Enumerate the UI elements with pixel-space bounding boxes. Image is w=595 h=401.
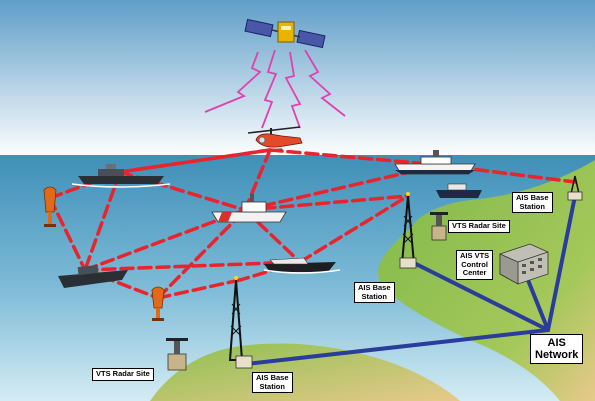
ais-base-station-top-right-label: AIS Base Station bbox=[512, 192, 553, 213]
radio-tower-icon bbox=[228, 276, 253, 369]
ship-icon bbox=[71, 164, 171, 188]
ais-network-label: AIS Network bbox=[530, 334, 584, 364]
radio-tower-icon bbox=[399, 192, 417, 269]
sky bbox=[0, 0, 595, 158]
vts-radar-site-bottom-label: VTS Radar Site bbox=[92, 368, 154, 381]
radar-site-icon bbox=[430, 212, 448, 241]
ais-base-station-mid-label: AIS Base Station bbox=[354, 282, 395, 303]
buoy-icon bbox=[43, 186, 57, 227]
satellite-icon bbox=[244, 18, 326, 49]
ship-icon bbox=[58, 264, 128, 288]
ship-icon bbox=[263, 257, 341, 274]
ship-icon bbox=[211, 194, 287, 223]
ais-vts-control-center-label: AIS VTS Control Center bbox=[456, 250, 494, 280]
buoy-icon bbox=[151, 286, 165, 321]
vts-radar-site-right-label: VTS Radar Site bbox=[448, 220, 510, 233]
ais-base-station-bottom-label: AIS Base Station bbox=[252, 372, 293, 393]
helicopter-icon bbox=[247, 126, 303, 151]
ship-icon bbox=[436, 183, 482, 198]
coastline-bottom bbox=[150, 343, 460, 401]
radio-tower-icon bbox=[567, 175, 583, 201]
ship-icon bbox=[394, 150, 476, 175]
satellite-signals bbox=[204, 49, 346, 129]
control-center-building-icon bbox=[499, 243, 549, 285]
radar-site-icon bbox=[166, 338, 188, 371]
